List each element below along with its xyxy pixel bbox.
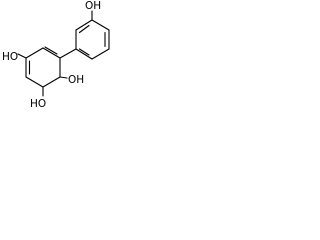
biaryl-bond xyxy=(59,48,77,59)
double-bond-inner xyxy=(44,46,58,55)
oh-label-bottom: HO xyxy=(30,98,46,110)
bond xyxy=(42,47,61,59)
cyclohexadiene-ring xyxy=(25,46,61,88)
bond xyxy=(75,19,93,31)
bond-to-oh xyxy=(17,53,27,59)
bond-to-oh xyxy=(59,76,68,79)
bond xyxy=(25,76,44,88)
oh-label-top-right: OH xyxy=(85,0,101,12)
bond xyxy=(75,48,93,60)
phenol-ring xyxy=(75,19,110,60)
double-bond-inner xyxy=(78,24,90,34)
bond xyxy=(42,76,61,88)
bond xyxy=(25,47,44,59)
double-bond-inner xyxy=(78,48,90,56)
oh-label-middle: OH xyxy=(68,74,84,86)
bond xyxy=(91,48,110,60)
oh-label-left: HO xyxy=(2,51,18,63)
chemical-structure-diagram: OH HO OH HO xyxy=(2,0,110,110)
bond xyxy=(91,19,110,31)
